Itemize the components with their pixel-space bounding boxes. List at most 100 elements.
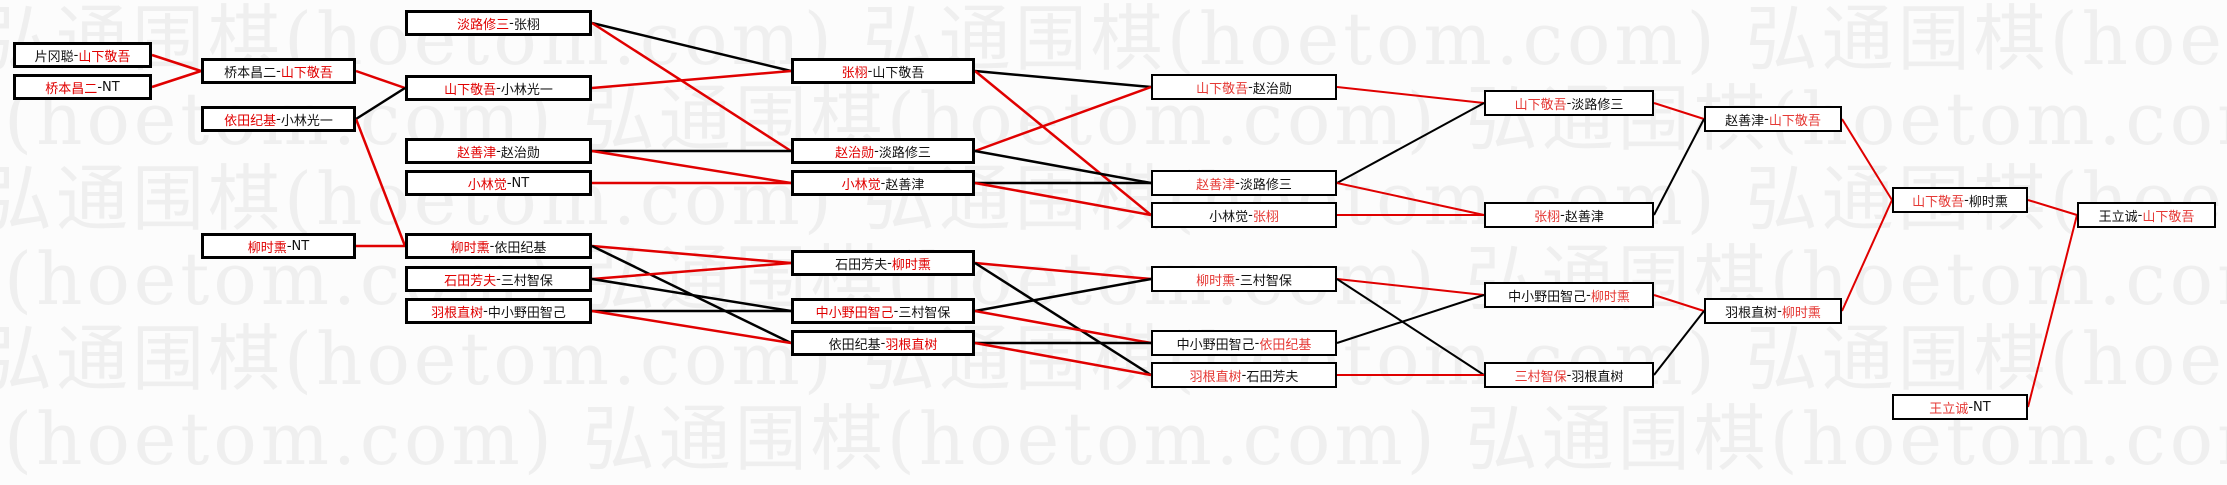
player-left: 王立诚	[2098, 209, 2138, 225]
player-left: 小林觉	[1209, 209, 1249, 225]
match-box: 中小野田智己-依田纪基	[1151, 330, 1337, 356]
player-right: NT	[102, 79, 120, 95]
bracket-line-red	[354, 118, 407, 247]
player-right: 山下敬吾	[872, 65, 925, 81]
bracket-line-red	[591, 69, 792, 90]
separator: -	[496, 80, 501, 96]
player-left: 三村智保	[1514, 369, 1567, 385]
match-box: 赵善津-山下敬吾	[1704, 106, 1842, 132]
bracket-lines	[151, 21, 2078, 408]
player-right: 赵善津	[1564, 209, 1604, 225]
player-right: 柳时熏	[1590, 289, 1630, 305]
player-left: 柳时熏	[247, 240, 287, 256]
separator: -	[880, 175, 886, 191]
bracket-line-black	[591, 21, 792, 73]
match-box: 淡路修三-张栩	[405, 10, 592, 36]
separator: -	[1248, 79, 1253, 95]
player-left: 淡路修三	[457, 17, 510, 33]
player-left: 桥本昌二	[45, 81, 98, 97]
match-box: 羽根直树-柳时熏	[1704, 298, 1842, 324]
bracket-line-red	[1336, 278, 1485, 296]
player-right: 羽根直树	[885, 337, 938, 353]
bracket-line-red	[1841, 199, 1893, 312]
player-left: 依田纪基	[828, 337, 881, 353]
separator: -	[1241, 367, 1247, 383]
player-left: 中小野田智己	[815, 305, 894, 321]
match-box: 山下敬吾-赵治勋	[1151, 74, 1337, 100]
bracket-line-black	[974, 69, 1152, 89]
player-right: 小林光一	[280, 113, 333, 129]
bracket-line-red	[2027, 199, 2078, 216]
match-box: 赵治勋-淡路修三	[791, 138, 975, 164]
bracket-line-black	[355, 86, 406, 121]
player-right: 淡路修三	[878, 145, 931, 161]
match-box: 山下敬吾-小林光一	[405, 75, 592, 101]
bracket-line-red	[355, 69, 406, 90]
separator: -	[483, 303, 488, 319]
match-box: 三村智保-羽根直树	[1484, 362, 1654, 388]
player-left: 柳时熏	[1196, 273, 1236, 289]
separator: -	[276, 111, 281, 127]
bracket-line-black	[1653, 310, 1705, 376]
match-box: 小林觉-张栩	[1151, 202, 1337, 228]
bracket-line-black	[974, 261, 1152, 377]
separator: -	[1254, 335, 1260, 351]
bracket-line-red	[1653, 294, 1705, 312]
bracket-line-red	[974, 309, 1152, 345]
player-right: 三村智保	[1239, 273, 1292, 289]
separator: -	[1777, 303, 1782, 319]
separator: -	[489, 238, 495, 254]
player-right: 中小野田智己	[487, 305, 566, 321]
bracket-line-red	[591, 309, 792, 345]
separator: -	[1235, 271, 1240, 287]
separator: -	[880, 335, 886, 351]
separator: -	[874, 143, 879, 159]
player-right: 山下敬吾	[2142, 209, 2195, 225]
bracket-line-red	[974, 70, 1152, 216]
player-left: 片冈聪	[34, 49, 74, 65]
bracket-line-black	[1336, 294, 1485, 344]
match-box: 王立诚-NT	[1892, 394, 2028, 420]
player-right: 赵治勋	[500, 145, 540, 161]
separator: -	[887, 255, 892, 271]
bracket-line-red	[2027, 214, 2078, 408]
player-right: 山下敬吾	[78, 49, 131, 65]
player-left: 羽根直树	[1189, 369, 1242, 385]
player-left: 赵治勋	[835, 145, 875, 161]
match-box: 张栩-赵善津	[1484, 202, 1654, 228]
player-left: 张栩	[841, 65, 868, 81]
bracket-line-red	[591, 21, 792, 153]
player-left: 山下敬吾	[444, 82, 497, 98]
player-left: 桥本昌二	[224, 65, 277, 81]
separator: -	[1235, 175, 1240, 191]
match-box: 桥本昌二-山下敬吾	[201, 58, 356, 84]
separator: -	[1586, 287, 1591, 303]
bracket-line-red	[591, 149, 792, 185]
separator: -	[1566, 367, 1572, 383]
player-left: 山下敬吾	[1514, 97, 1567, 113]
player-right: 小林光一	[500, 82, 553, 98]
player-right: 淡路修三	[1571, 97, 1624, 113]
player-right: 依田纪基	[1259, 337, 1312, 353]
bracket-line-red	[591, 261, 792, 281]
player-left: 赵善津	[457, 145, 497, 161]
player-left: 小林觉	[841, 177, 881, 193]
player-left: 依田纪基	[224, 113, 277, 129]
player-left: 石田芳夫	[835, 257, 888, 273]
bracket-line-red	[1336, 86, 1485, 104]
player-right: 淡路修三	[1239, 177, 1292, 193]
player-right: NT	[291, 238, 310, 254]
player-right: 山下敬吾	[1768, 113, 1821, 129]
player-left: 羽根直树	[1725, 305, 1778, 321]
match-box: 赵善津-赵治勋	[405, 138, 592, 164]
bracket-line-black	[974, 149, 1152, 185]
player-left: 柳时熏	[450, 240, 490, 256]
player-right: 山下敬吾	[280, 65, 333, 81]
separator: -	[506, 175, 512, 191]
separator: -	[276, 63, 281, 79]
player-right: 张栩	[1252, 209, 1279, 225]
match-box: 张栩-山下敬吾	[791, 58, 975, 84]
match-box: 山下敬吾-柳时熏	[1892, 187, 2028, 213]
player-right: 柳时熏	[891, 257, 931, 273]
bracket-line-red	[1653, 102, 1705, 120]
